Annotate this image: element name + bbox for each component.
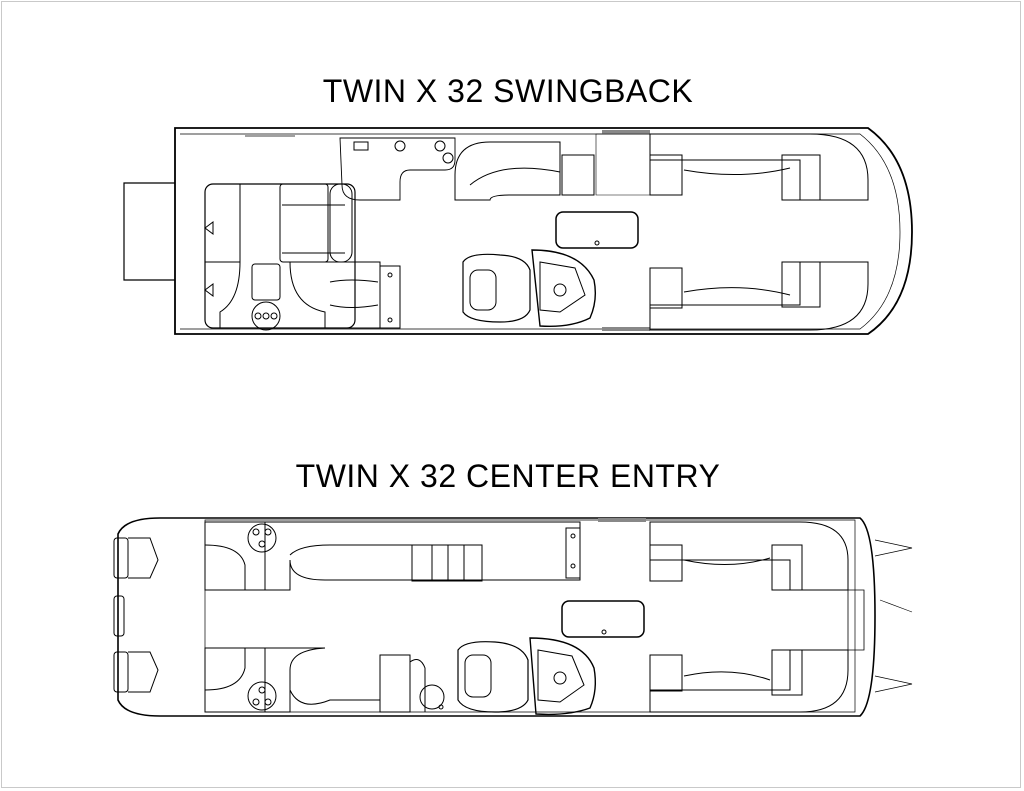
swingback-aft-sunpad [205,184,355,328]
center-entry-hull [118,518,875,716]
swingback-aft-console [252,264,280,300]
center-entry-starboard-lounge [265,648,325,712]
center-entry-ladder-bottom [114,652,128,692]
center-entry-ladder-middle [114,596,124,636]
swingback-swim-platform [124,183,175,280]
swingback-table [556,212,638,248]
swingback-side-gate-top [602,130,650,134]
center-entry-helm-console [530,638,595,714]
swingback-helm-console [532,250,595,326]
center-entry-title: TWIN X 32 CENTER ENTRY [295,458,721,494]
swingback-galley [340,138,455,200]
swingback-bow-lounge-top [650,134,868,200]
center-entry-gate [598,518,646,522]
swingback-side-gate-bottom [602,327,650,331]
center-entry-table [562,601,644,637]
swingback-bow-lounge-bottom [650,262,868,330]
center-entry-helm-seat [458,642,528,712]
swingback-port-lounge [455,142,560,200]
center-entry-aft-lounge-bottom [205,648,265,712]
swingback-title: TWIN X 32 SWINGBACK [322,73,694,109]
swingback-hull [175,128,912,334]
center-entry-wet-bar [380,655,410,712]
center-entry-aft-lounge-top [205,522,265,590]
center-entry-floorplan [114,518,912,716]
center-entry-port-lounge [265,522,580,590]
swingback-helm-seat [463,254,530,322]
center-entry-bow-lounge-top [650,522,848,590]
swingback-floorplan [124,128,912,334]
center-entry-bow-lounge-bottom [650,650,848,712]
center-entry-ladder-top [114,538,128,578]
